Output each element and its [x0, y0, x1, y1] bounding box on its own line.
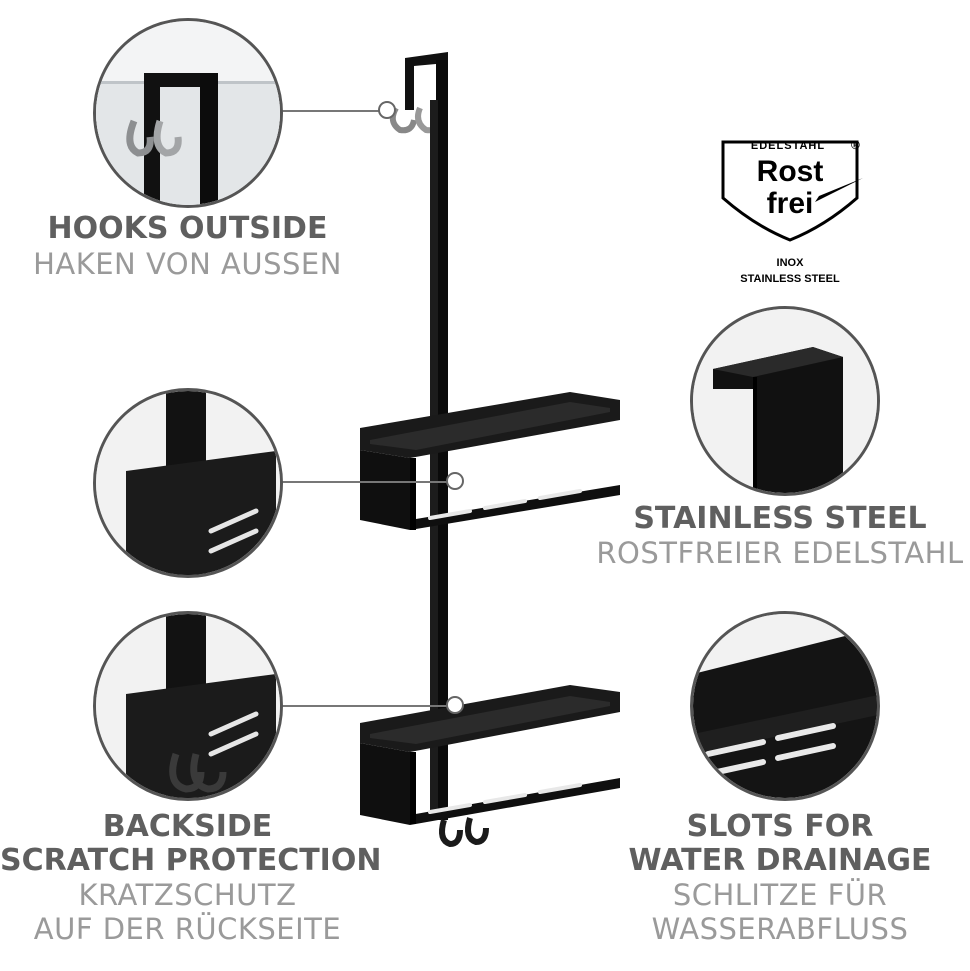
detail-circle-backside-lower — [93, 611, 283, 801]
logo-inox: INOX — [776, 257, 804, 269]
steel-title: STAINLESS STEEL — [633, 501, 927, 536]
connector-line-hooks — [278, 110, 386, 112]
detail-circle-steel — [690, 306, 880, 496]
slots-title-line2: WATER DRAINAGE — [628, 843, 932, 878]
slots-title-line1: SLOTS FOR — [686, 809, 874, 844]
hooks-title: HOOKS OUTSIDE — [47, 211, 328, 246]
connector-line-backside-upper — [280, 481, 448, 483]
backside-subtitle-line1: KRATZSCHUTZ — [78, 878, 297, 912]
detail-circle-backside-upper — [93, 388, 283, 578]
backside-title-line2: SCRATCH PROTECTION — [0, 843, 382, 878]
backside-title-line1: BACKSIDE — [102, 809, 273, 844]
steel-subtitle: ROSTFREIER EDELSTAHL — [596, 536, 964, 570]
edelstahl-rostfrei-logo: EDELSTAHL ® Rost frei INOX STAINLESS STE… — [715, 136, 865, 296]
logo-registered: ® — [851, 138, 860, 152]
logo-stainless-steel: STAINLESS STEEL — [740, 273, 840, 285]
connector-line-backside-lower — [280, 705, 448, 707]
hooks-subtitle: HAKEN VON AUSSEN — [33, 247, 342, 281]
steel-detail-illustration — [693, 309, 877, 493]
marker-dot-backside-upper — [446, 472, 464, 490]
backside-upper-illustration — [96, 391, 280, 575]
detail-circle-slots — [690, 611, 880, 801]
backside-lower-illustration — [96, 614, 280, 798]
logo-top-text: EDELSTAHL — [750, 140, 826, 152]
slots-subtitle-line1: SCHLITZE FÜR — [672, 878, 888, 912]
logo-word-rost: Rost — [756, 155, 824, 188]
marker-dot-backside-lower — [446, 696, 464, 714]
marker-dot-hooks — [378, 101, 396, 119]
slots-detail-illustration — [693, 614, 877, 798]
slots-subtitle-line2: WASSERABFLUSS — [651, 912, 909, 946]
hooks-detail-illustration — [96, 21, 280, 205]
logo-word-frei: frei — [766, 187, 814, 220]
shower-caddy-image — [360, 52, 620, 848]
backside-subtitle-line2: AUF DER RÜCKSEITE — [33, 912, 342, 946]
detail-circle-hooks — [93, 18, 283, 208]
rostfrei-shield-icon — [721, 140, 863, 242]
